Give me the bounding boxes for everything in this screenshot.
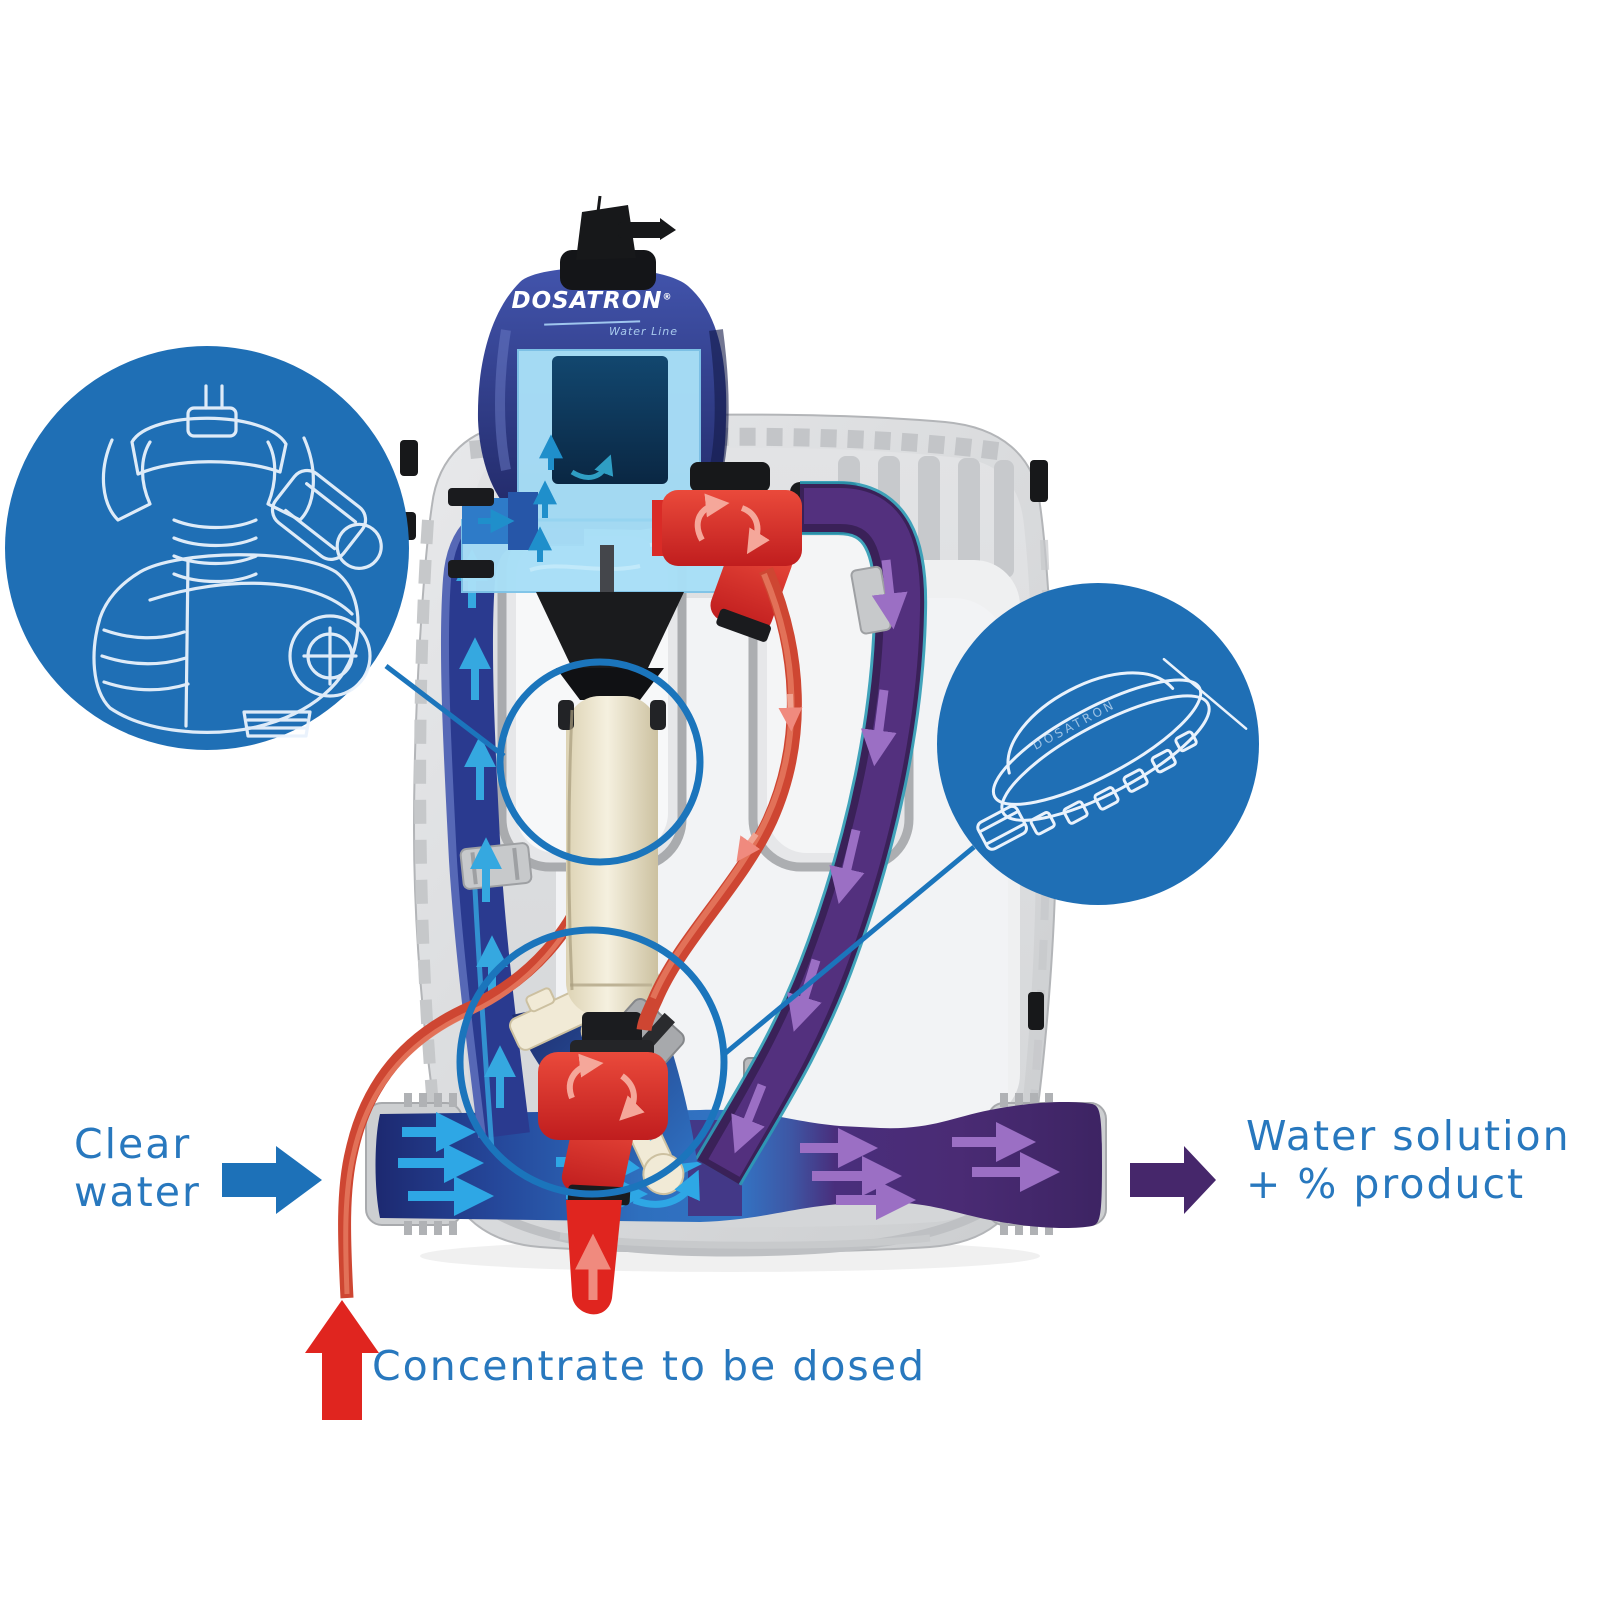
elbow-swirl-arrows-icon [694,493,770,555]
solution-flow-arrows-icon [800,1122,1060,1220]
callout-circle-suction [456,926,728,1198]
connector-line-right [720,845,976,1058]
clear-water-line2: water [74,1168,201,1216]
pump-brand-logo: DOSATRON® Water Line [492,288,692,338]
bleed-valve [560,195,676,290]
brand-swash [543,312,641,326]
inlet-clamps [448,488,494,578]
concentrate-text: Concentrate to be dosed [372,1342,927,1390]
water-solution-line2: + % product [1246,1160,1526,1208]
inset-motor-detail [5,346,409,750]
elbow-swirl-arrows-icon [566,1053,645,1121]
clear-water-label: Clear water [74,1120,201,1216]
concentrate-label: Concentrate to be dosed [372,1342,926,1390]
callout-circle-piston [496,658,704,866]
pipe-clamp [459,842,533,890]
concentrate-delivery-tube [636,567,803,1032]
concentrate-inlet-tube [338,870,599,1299]
chamber-flow-arrows-icon [478,434,563,562]
suction-elbow [538,1052,668,1315]
mixing-elbow [652,462,802,642]
concentrate-arrow-icon [305,1300,379,1420]
water-solution-line1: Water solution [1246,1112,1571,1160]
inset-motor-drawing [92,384,383,738]
solution-pipe-arrows-icon [731,559,908,1154]
housing-tabs [400,440,1048,1030]
clear-water-arrow-icon [222,1146,322,1214]
registered-mark: ® [662,292,673,303]
pump-unit [448,195,757,1315]
connector-line-left [384,664,506,758]
clear-water-line1: Clear [74,1120,192,1168]
brand-subtitle: Water Line [608,325,678,338]
water-solution-label: Water solution + % product [1246,1112,1571,1208]
inset-doser-detail: DOSATRON [937,583,1259,905]
tube-flow-arrows-icon [736,693,803,862]
solution-arrow-icon [1130,1146,1216,1214]
brand-name: DOSATRON [511,288,663,314]
solution-pipe [694,481,928,1186]
